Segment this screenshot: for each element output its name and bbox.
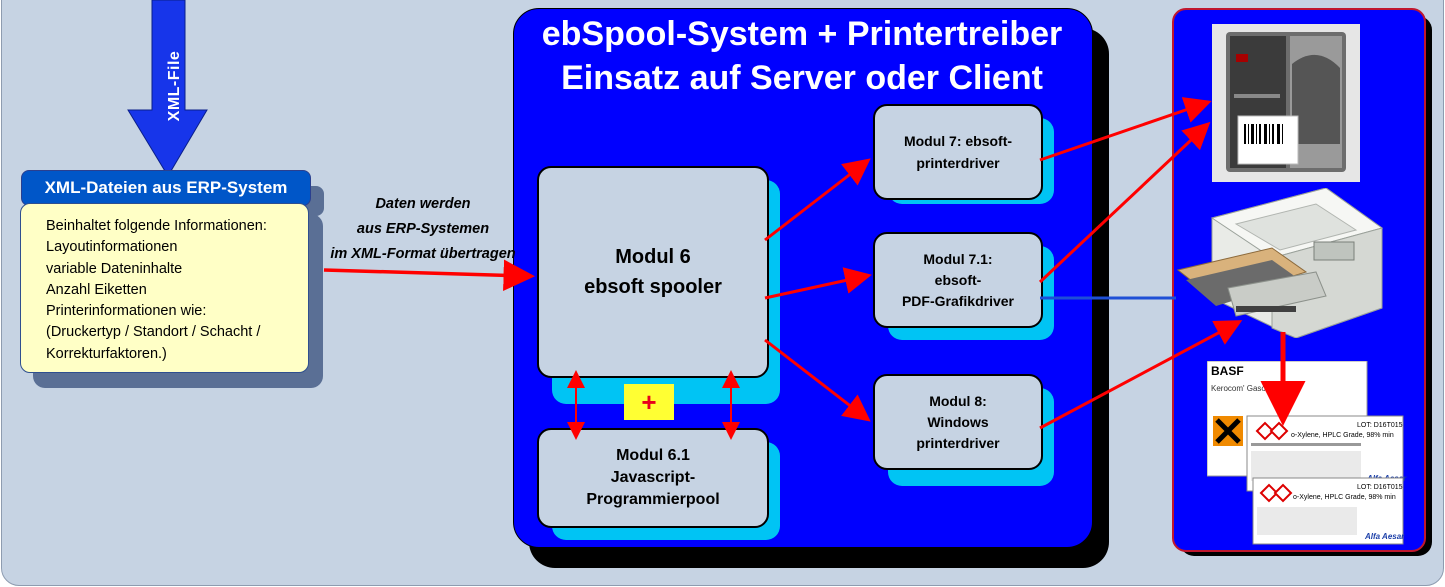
xml-line: variable Dateninhalte <box>46 260 183 277</box>
main-panel-title: ebSpool-System + Printertreiber Einsatz … <box>513 12 1091 100</box>
module-line: Javascript- <box>610 469 696 486</box>
caption-line: im XML-Format übertragen <box>330 246 516 262</box>
laser-printer-icon <box>1176 188 1384 338</box>
down-arrow-icon <box>127 0 208 177</box>
module-line: PDF-Grafikdriver <box>901 292 1015 309</box>
label-vendor: Alfa Aesar <box>1364 532 1405 541</box>
xml-line: (Druckertyp / Standort / Schacht / <box>46 324 261 341</box>
transfer-caption: Daten werden aus ERP-Systemen im XML-For… <box>318 192 528 267</box>
module-7-1-pdf-driver: Modul 7.1: ebsoft- PDF-Grafikdriver <box>873 232 1043 328</box>
label-printer-icon <box>1212 24 1360 182</box>
module-8-windows-driver: Modul 8: Windows printerdriver <box>873 374 1043 470</box>
xml-line: Printerinformationen wie: <box>46 303 207 320</box>
xml-box-body: Beinhaltet folgende Informationen: Layou… <box>20 203 309 373</box>
module-line: Windows <box>927 413 989 430</box>
module-6-spooler: Modul 6 ebsoft spooler <box>537 166 769 378</box>
module-line: ebsoft- <box>934 271 982 288</box>
xml-line: Beinhaltet folgende Informationen: <box>46 218 267 234</box>
module-line: Programmierpool <box>586 491 720 508</box>
module-7-printerdriver: Modul 7: ebsoft- printerdriver <box>873 104 1043 200</box>
xml-line: Layoutinformationen <box>46 239 178 256</box>
label-brand: BASF <box>1211 364 1244 378</box>
label-product-name: o-Xylene, HPLC Grade, 98% min <box>1293 494 1396 501</box>
caption-line: Daten werden <box>375 196 471 212</box>
printed-labels-icon: BASF Kerocom' Gasoline LOT: D16T015 o-Xy… <box>1207 361 1407 545</box>
xml-line: Korrekturfaktoren.) <box>46 345 167 362</box>
label-product: Kerocom' Gasoline <box>1211 384 1279 393</box>
module-6-1-javascript: Modul 6.1 Javascript- Programmierpool <box>537 428 769 528</box>
xml-file-label: XML-File <box>166 50 183 122</box>
label-lot: LOT: D16T015 <box>1357 422 1403 429</box>
module-line: Modul 8: <box>929 392 987 409</box>
caption-line: aus ERP-Systemen <box>356 221 490 237</box>
title-line: ebSpool-System + Printertreiber <box>541 15 1063 53</box>
xml-box-title: XML-Dateien aus ERP-System <box>21 170 311 206</box>
module-line: Modul 6.1 <box>616 447 690 464</box>
label-product-name: o-Xylene, HPLC Grade, 98% min <box>1291 432 1394 439</box>
xml-file-arrow <box>127 0 208 177</box>
xml-line: Anzahl Eiketten <box>46 281 147 298</box>
module-line: printerdriver <box>916 155 1000 171</box>
module-line: Modul 6 <box>615 246 691 268</box>
module-line: printerdriver <box>916 434 1000 451</box>
module-line: Modul 7.1: <box>923 250 993 267</box>
module-line: ebsoft spooler <box>584 276 722 298</box>
label-lot: LOT: D16T015 <box>1357 484 1403 491</box>
title-line: Einsatz auf Server oder Client <box>561 59 1043 97</box>
module-line: Modul 7: ebsoft- <box>903 133 1013 149</box>
plus-symbol-box: + <box>624 384 674 420</box>
